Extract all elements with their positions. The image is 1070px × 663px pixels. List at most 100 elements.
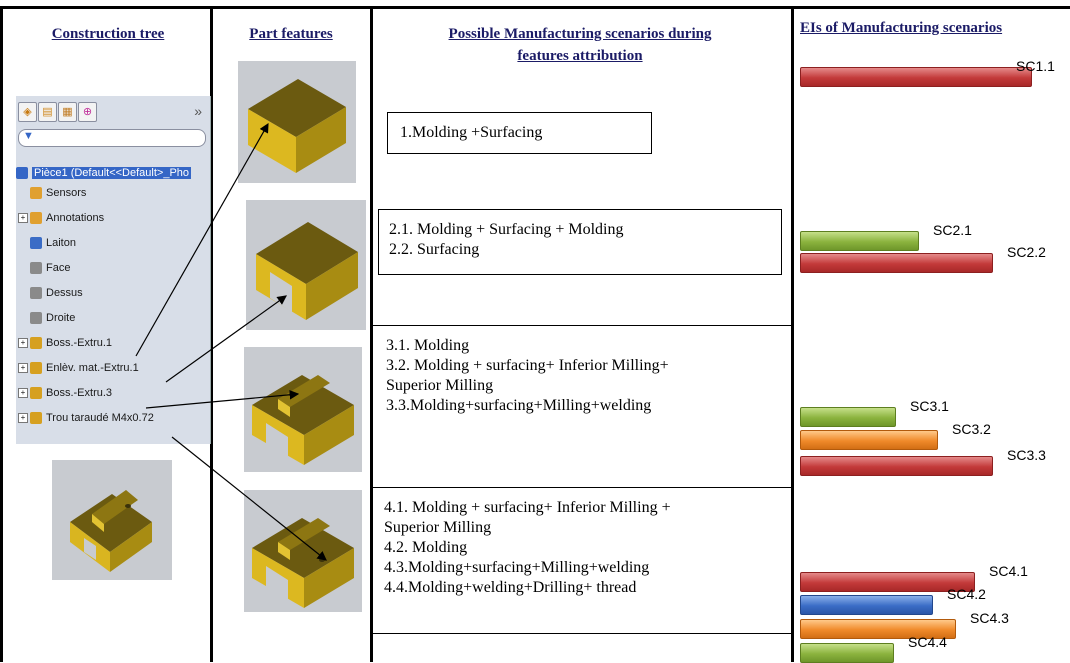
hole-icon <box>30 412 42 425</box>
scenario-box-1: 1.Molding +Surfacing <box>387 112 652 154</box>
scenario-box-3: 3.1. Molding 3.2. Molding + surfacing+ In… <box>378 326 790 436</box>
bar-sc4-1 <box>800 572 975 592</box>
row-separator <box>373 633 791 634</box>
scenario-line: Superior Milling <box>384 519 492 536</box>
tree-item[interactable]: + Trou taraudé M4x0.72 <box>18 409 154 427</box>
feature-image-3 <box>244 347 362 472</box>
tree-item[interactable]: + Boss.-Extru.3 <box>18 384 112 402</box>
tree-item[interactable]: + Enlèv. mat.-Extru.1 <box>18 359 139 377</box>
filter-icon: ▼ <box>23 130 34 142</box>
tree-item[interactable]: Droite <box>18 309 75 327</box>
filter-field[interactable]: ▼ <box>18 129 206 147</box>
expand-icon[interactable]: + <box>18 413 28 424</box>
tree-root-label: Pièce1 (Default<<Default>_Pho <box>32 167 192 179</box>
bar-label: SC4.2 <box>947 586 986 602</box>
tree-item-label: Boss.-Extru.1 <box>46 337 113 349</box>
tree-item-label: Dessus <box>46 287 83 299</box>
row-separator <box>373 487 791 488</box>
plane-icon <box>30 287 42 300</box>
bar-sc3-2 <box>800 430 938 450</box>
scenario-line: 4.3.Molding+surfacing+Milling+welding <box>384 559 650 576</box>
scenario-line: 4.2. Molding <box>384 539 468 556</box>
feature-tree-panel: ◈ ▤ ▦ ⊕ » ▼ Pièce1 (Default<<Default>_Ph… <box>16 96 211 444</box>
tree-item[interactable]: + Boss.-Extru.1 <box>18 334 112 352</box>
expand-icon[interactable]: + <box>18 363 28 374</box>
tree-item[interactable]: Dessus <box>18 284 83 302</box>
plane-icon <box>30 262 42 275</box>
bar-sc4-3 <box>800 619 956 639</box>
top-border <box>0 6 1070 9</box>
bar-label: SC1.1 <box>1016 58 1055 74</box>
scenario-box-2: 2.1. Molding + Surfacing + Molding 2.2. S… <box>378 209 782 275</box>
final-part-image <box>52 460 172 580</box>
feature-manager-icon[interactable]: ◈ <box>18 102 37 122</box>
column-border <box>0 6 3 662</box>
tree-item-label: Enlèv. mat.-Extru.1 <box>46 362 139 374</box>
tree-item-label: Trou taraudé M4x0.72 <box>46 412 154 424</box>
chevron-right-icon[interactable]: » <box>194 103 202 119</box>
scenario-line: 4.1. Molding + surfacing+ Inferior Milli… <box>384 499 671 516</box>
bar-sc4-2 <box>800 595 933 615</box>
scenario-line: 3.2. Molding + surfacing+ Inferior Milli… <box>386 357 669 374</box>
bar-label: SC2.2 <box>1007 244 1046 260</box>
scenario-line: 3.3.Molding+surfacing+Milling+welding <box>386 397 652 414</box>
scenario-line: 1.Molding +Surfacing <box>400 124 543 141</box>
cut-extrude-icon <box>30 362 42 375</box>
bar-sc3-1 <box>800 407 896 427</box>
scenario-line: 4.4.Molding+welding+Drilling+ thread <box>384 579 637 596</box>
scenario-line: 3.1. Molding <box>386 337 470 354</box>
material-icon <box>30 237 42 250</box>
bar-label: SC4.4 <box>908 634 947 650</box>
header-eis: EIs of Manufacturing scenarios <box>800 20 1003 36</box>
header-part-features: Part features <box>249 26 333 42</box>
header-scenarios-line1: Possible Manufacturing scenarios during <box>448 26 712 42</box>
plane-icon <box>30 312 42 325</box>
tree-item-label: Sensors <box>46 187 87 199</box>
bar-label: SC4.1 <box>989 563 1028 579</box>
tree-toolbar: ◈ ▤ ▦ ⊕ » <box>16 96 210 126</box>
bar-label: SC2.1 <box>933 222 972 238</box>
tree-root-item[interactable]: Pièce1 (Default<<Default>_Pho <box>16 164 192 182</box>
feature-image-4 <box>244 490 362 612</box>
extrude-icon <box>30 387 42 400</box>
bar-label: SC3.3 <box>1007 447 1046 463</box>
scenario-box-4: 4.1. Molding + surfacing+ Inferior Milli… <box>378 488 790 628</box>
row-separator <box>373 325 791 326</box>
bar-label: SC3.2 <box>952 421 991 437</box>
scenario-line: 2.2. Surfacing <box>389 241 480 258</box>
tree-item[interactable]: Sensors <box>18 184 86 202</box>
bar-sc3-3 <box>800 456 993 476</box>
tree-item-label: Boss.-Extru.3 <box>46 387 113 399</box>
tree-item-label: Annotations <box>46 212 105 224</box>
bar-label: SC4.3 <box>970 610 1009 626</box>
scenario-line: 2.1. Molding + Surfacing + Molding <box>389 221 624 238</box>
configuration-manager-icon[interactable]: ▦ <box>58 102 77 122</box>
tree-item-label: Droite <box>46 312 76 324</box>
header-scenarios-line2: features attribution <box>517 48 643 64</box>
bar-sc1-1 <box>800 67 1032 87</box>
sensor-icon <box>30 187 42 200</box>
tree-item[interactable]: Laiton <box>18 234 76 252</box>
column-border <box>370 6 373 662</box>
expand-icon[interactable]: + <box>18 388 28 399</box>
dimxpert-icon[interactable]: ⊕ <box>78 102 97 122</box>
property-manager-icon[interactable]: ▤ <box>38 102 57 122</box>
expand-icon[interactable]: + <box>18 213 28 224</box>
tree-item[interactable]: Face <box>18 259 70 277</box>
header-construction-tree: Construction tree <box>51 26 165 42</box>
feature-image-1 <box>238 61 356 183</box>
bar-sc4-4 <box>800 643 894 663</box>
expand-icon[interactable]: + <box>18 338 28 349</box>
tree-item[interactable]: + Annotations <box>18 209 104 227</box>
part-icon <box>16 167 28 180</box>
column-border <box>791 6 794 662</box>
scenario-line: Superior Milling <box>386 377 494 394</box>
feature-image-2 <box>246 200 366 330</box>
tree-item-label: Laiton <box>46 237 76 249</box>
tree-item-label: Face <box>46 262 71 274</box>
bar-sc2-2 <box>800 253 993 273</box>
bar-label: SC3.1 <box>910 398 949 414</box>
annotation-icon <box>30 212 42 225</box>
bar-sc2-1 <box>800 231 919 251</box>
extrude-icon <box>30 337 42 350</box>
